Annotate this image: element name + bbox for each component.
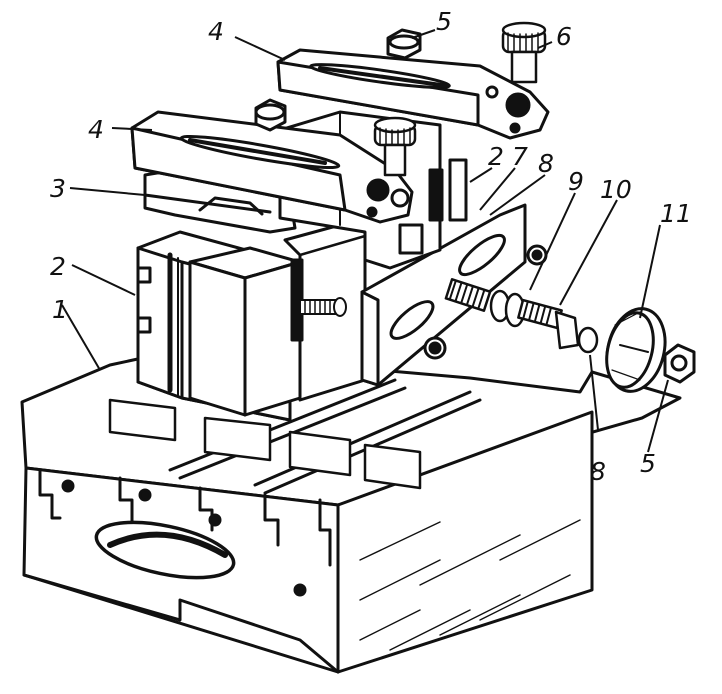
label-9: 9	[568, 167, 584, 196]
label-2-right: 2	[488, 142, 504, 171]
lead-screw	[444, 278, 599, 354]
handwheel	[605, 307, 667, 393]
label-1: 1	[52, 295, 68, 324]
upper-arm	[276, 48, 550, 140]
label-5-bottom: 5	[640, 449, 656, 478]
jaw-screw	[299, 297, 347, 317]
label-4-top: 4	[208, 17, 224, 46]
leader-lines	[61, 29, 669, 453]
label-4-left: 4	[88, 115, 104, 144]
label-2-left: 2	[50, 252, 66, 281]
lower-arm-bolt	[254, 98, 287, 132]
part-labels: 1 2 2 3 4 4 5 5 6 7 8 8 9 10 11	[50, 7, 692, 486]
label-11: 11	[660, 199, 692, 228]
upper-arm-nut	[386, 28, 422, 60]
label-8-top: 8	[538, 149, 554, 178]
label-6: 6	[556, 22, 572, 51]
label-3: 3	[50, 174, 66, 203]
screw-housing	[360, 203, 548, 387]
label-7: 7	[512, 142, 528, 171]
vise-base	[20, 350, 682, 674]
label-5-top: 5	[436, 7, 452, 36]
label-10: 10	[600, 175, 632, 204]
lower-arm	[130, 110, 414, 224]
lower-arm-knob	[373, 116, 417, 177]
upper-arm-knob	[501, 21, 547, 84]
label-8-bottom: 8	[590, 457, 606, 486]
handwheel-nut	[663, 343, 696, 384]
